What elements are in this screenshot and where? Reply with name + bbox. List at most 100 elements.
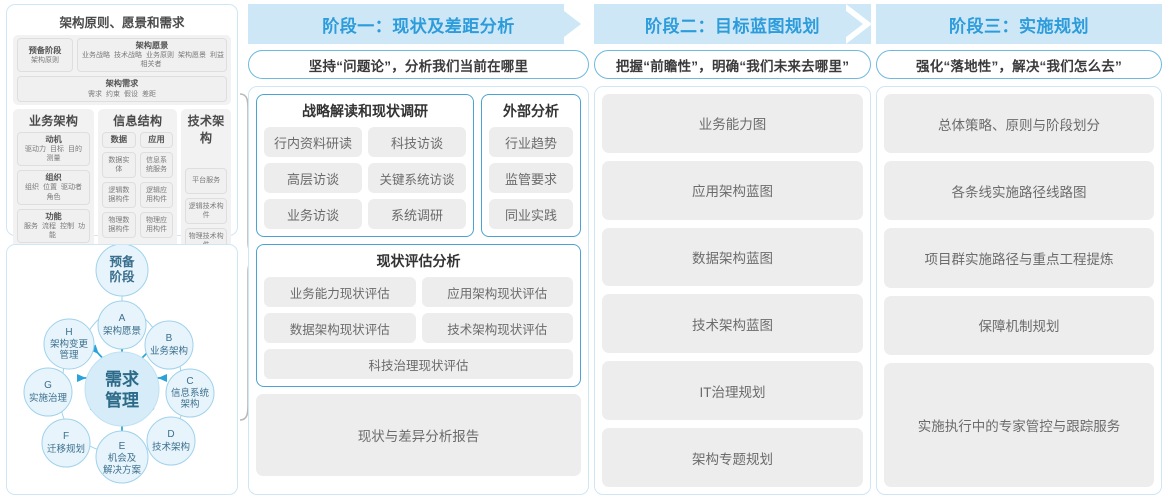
list-item[interactable]: 关键系统访谈 (368, 163, 466, 193)
tile-physical-application-component: 物理应用构件 (139, 212, 174, 239)
adm-node-c: C 信息系统 架构 (165, 368, 215, 418)
domain-technology-architecture: 技术架构 平台服务 逻辑技术构件 物理技术构件 (181, 108, 231, 257)
phase-3-banner: 阶段三：实施规划 (876, 4, 1162, 44)
adm-node-d: D 技术架构 (146, 416, 196, 466)
adm-center-line1: 需求 (105, 369, 139, 389)
adm-node-g: G 实施治理 (23, 367, 73, 417)
list-item[interactable]: 行内资料研读 (264, 127, 362, 157)
list-item[interactable]: 总体策略、原则与阶段划分 (884, 94, 1154, 154)
list-item[interactable]: 应用架构现状评估 (421, 277, 573, 307)
list-item[interactable]: 同业实践 (489, 199, 573, 229)
phase-column-2: 阶段二：目标蓝图规划 把握“前瞻性”，明确“我们未来去哪里” 业务能力图 应用架… (594, 4, 872, 495)
adm-node-g-label: 实施治理 (29, 392, 68, 404)
adm-node-b-label: 业务架构 (150, 345, 188, 357)
list-item[interactable]: 架构专题规划 (602, 428, 863, 487)
list-item[interactable]: 数据架构蓝图 (602, 227, 863, 287)
adm-node-e-label-2: 解决方案 (103, 464, 142, 476)
adm-node-h-label-2: 管理 (59, 349, 79, 361)
list-item[interactable]: 系统调研 (368, 199, 466, 229)
tile-architecture-vision: 架构愿景 业务战略技术战略业务原则架构愿景利益相关者 (77, 38, 227, 73)
phase-1-title: 阶段一：现状及差距分析 (322, 16, 515, 36)
tile-application-heading: 应用 (139, 131, 174, 149)
tile-organization: 组织 组织位置驱动者角色 (17, 170, 91, 205)
phase-1-subtitle: 坚持“问题论”，分析我们当前在哪里 (248, 50, 589, 79)
group-external-analysis-title: 外部分析 (503, 103, 559, 119)
list-item[interactable]: 监管要求 (489, 163, 573, 193)
list-item[interactable]: 技术架构现状评估 (421, 313, 573, 343)
list-item[interactable]: 技术架构蓝图 (602, 294, 863, 354)
tile-logical-application-component: 逻辑应用构件 (139, 182, 174, 209)
adm-node-a-key: A (119, 313, 126, 324)
phase-1-report[interactable]: 现状与差异分析报告 (256, 394, 581, 476)
phase-2-banner: 阶段二：目标蓝图规划 (594, 4, 872, 44)
phase-2-title: 阶段二：目标蓝图规划 (645, 16, 820, 36)
adm-preliminary-line2: 阶段 (109, 269, 135, 284)
list-item[interactable]: 项目群实施路径与重点工程提炼 (884, 228, 1154, 288)
list-item[interactable]: 实施执行中的专家管控与跟踪服务 (884, 362, 1154, 488)
phase-1-body: 战略解读和现状调研 行内资料研读 科技访谈 高层访谈 关键系统访谈 业务访谈 系… (248, 86, 589, 495)
adm-node-preliminary: 预备 阶段 (95, 245, 149, 297)
list-item[interactable]: 科技访谈 (368, 127, 466, 157)
phase-3-title: 阶段三：实施规划 (949, 16, 1089, 36)
architecture-principles-block: 架构原则、愿景和需求 预备阶段 架构原则 架构愿景 业务战略技术战略业务原则架构… (13, 10, 231, 105)
list-item[interactable]: 行业趋势 (489, 127, 573, 157)
adm-node-d-key: D (167, 429, 174, 440)
adm-node-f-label: 迁移规划 (47, 443, 85, 455)
phase-1-banner: 阶段一：现状及差距分析 (248, 4, 590, 44)
tile-data-entity: 数据实体 (102, 152, 136, 179)
list-item[interactable]: 科技治理现状评估 (264, 349, 573, 379)
phase-2-body: 业务能力图 应用架构蓝图 数据架构蓝图 技术架构蓝图 IT治理规划 架构专题规划 (594, 86, 871, 495)
list-item[interactable]: 业务访谈 (264, 199, 362, 229)
list-item[interactable]: 各条线实施路径线路图 (884, 161, 1154, 221)
list-item[interactable]: 应用架构蓝图 (602, 160, 863, 220)
adm-node-a: A 架构愿景 (97, 300, 147, 350)
list-item[interactable]: IT治理规划 (602, 361, 863, 421)
list-item[interactable]: 数据架构现状评估 (264, 313, 416, 343)
group-strategy-research-title: 战略解读和现状调研 (302, 103, 428, 119)
left-column: 架构原则、愿景和需求 预备阶段 架构原则 架构愿景 业务战略技术战略业务原则架构… (6, 4, 238, 495)
tile-physical-data-component: 物理数据构件 (102, 212, 136, 239)
domain-information-structure: 信息结构 数据 数据实体 逻辑数据构件 物理数据构件 应用 信息系统服务 逻辑应… (98, 108, 178, 257)
adm-node-h: H 架构变更 管理 (43, 318, 95, 370)
adm-node-b: B 业务架构 (144, 320, 194, 370)
phase-column-3: 阶段三：实施规划 强化“落地性”，解决“我们怎么去” 总体策略、原则与阶段划分 … (876, 4, 1162, 495)
adm-node-a-label: 架构愿景 (103, 325, 141, 337)
adm-node-h-label-1: 架构变更 (50, 338, 89, 350)
chevron-right-icon (846, 4, 872, 44)
adm-node-g-key: G (44, 380, 52, 391)
subcolumn-application: 应用 信息系统服务 逻辑应用构件 物理应用构件 (139, 131, 174, 239)
adm-center-line2: 管理 (105, 390, 139, 410)
tile-motivation: 动机 驱动力目标目的测量 (17, 131, 91, 167)
tile-data-heading: 数据 (102, 131, 136, 149)
adm-node-b-key: B (166, 333, 173, 344)
framework-title: 架构原则、愿景和需求 (59, 16, 185, 30)
list-item[interactable]: 业务能力图 (602, 94, 863, 153)
requirement-terms: 需求约束假设差距 (88, 90, 156, 98)
adm-node-c-label-2: 架构 (180, 398, 199, 410)
tile-architecture-requirements: 架构需求 需求约束假设差距 (17, 76, 227, 102)
phase-3-body: 总体策略、原则与阶段划分 各条线实施路径线路图 项目群实施路径与重点工程提炼 保… (876, 86, 1162, 495)
adm-node-f: F 迁移规划 (41, 418, 91, 468)
tile-logical-technology-component: 逻辑技术构件 (185, 197, 227, 224)
adm-node-c-key: C (186, 376, 193, 387)
architecture-domains-block: 业务架构 动机 驱动力目标目的测量 组织 组织位置驱动者角色 功能 服务流程控制… (13, 108, 231, 261)
phase-3-subtitle: 强化“落地性”，解决“我们怎么去” (876, 50, 1162, 79)
group-strategy-research: 战略解读和现状调研 行内资料研读 科技访谈 高层访谈 关键系统访谈 业务访谈 系… (256, 94, 474, 237)
list-item[interactable]: 高层访谈 (264, 163, 362, 193)
adm-node-e: E 机会及 解决方案 (95, 430, 149, 484)
phase-column-1: 阶段一：现状及差距分析 坚持“问题论”，分析我们当前在哪里 战略解读和现状调研 … (248, 4, 590, 495)
group-external-analysis: 外部分析 行业趋势 监管要求 同业实践 (481, 94, 581, 237)
adm-node-e-label-1: 机会及 (108, 452, 137, 464)
adm-preliminary-line1: 预备 (109, 254, 135, 269)
tile-preliminary: 预备阶段 架构原则 (17, 38, 73, 73)
adm-node-c-label-1: 信息系统 (171, 387, 210, 399)
tile-platform-service: 平台服务 (185, 167, 227, 194)
adm-node-f-key: F (63, 431, 69, 442)
subcolumn-data: 数据 数据实体 逻辑数据构件 物理数据构件 (102, 131, 136, 239)
domain-business-architecture: 业务架构 动机 驱动力目标目的测量 组织 组织位置驱动者角色 功能 服务流程控制… (13, 108, 95, 257)
list-item[interactable]: 保障机制规划 (884, 295, 1154, 355)
adm-node-e-key: E (119, 441, 126, 452)
tile-function: 功能 服务流程控制功能 (17, 208, 91, 244)
list-item[interactable]: 业务能力现状评估 (264, 277, 416, 307)
